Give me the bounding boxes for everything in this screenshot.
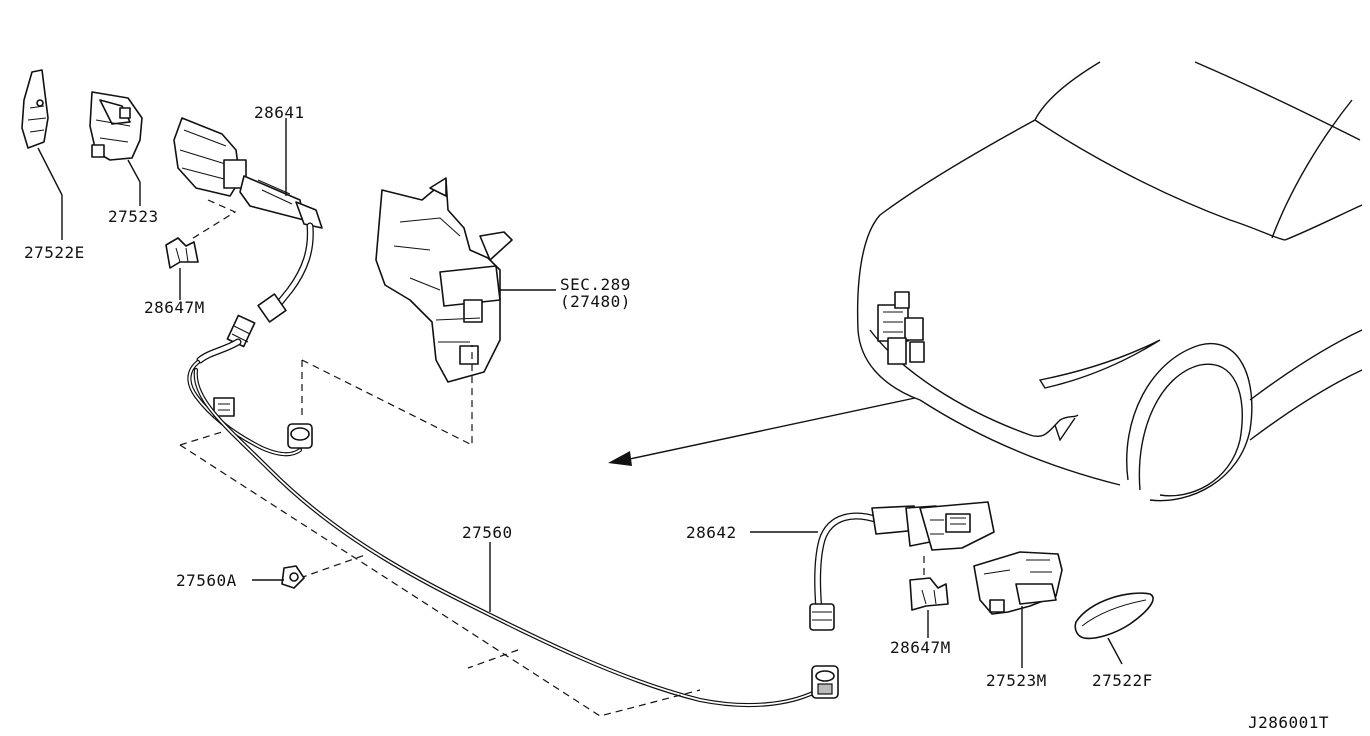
part-hose-joint[interactable] xyxy=(213,397,313,449)
part-27522e-cap[interactable] xyxy=(21,69,49,149)
label-27560a: 27560A xyxy=(176,571,237,590)
vehicle-outline xyxy=(856,61,1363,502)
diagram-code: J286001T xyxy=(1248,713,1329,732)
label-27523: 27523 xyxy=(108,207,159,226)
direction-arrow xyxy=(608,397,916,466)
label-sec-289: SEC.289 xyxy=(560,275,631,294)
part-28641-nozzle-assembly[interactable] xyxy=(173,117,323,323)
label-27560: 27560 xyxy=(462,523,513,542)
part-27560-washer-hose[interactable] xyxy=(193,367,818,708)
part-27523-bracket[interactable] xyxy=(89,91,143,161)
label-27522e: 27522E xyxy=(24,243,85,262)
part-27560a-clip[interactable] xyxy=(281,565,305,589)
label-28647m-right: 28647M xyxy=(890,638,951,657)
label-27523m: 27523M xyxy=(986,671,1047,690)
label-27522f: 27522F xyxy=(1092,671,1153,690)
part-28642-nozzle-assembly[interactable] xyxy=(809,501,995,631)
label-28642: 28642 xyxy=(686,523,737,542)
part-28647m-clip-left[interactable] xyxy=(165,237,199,269)
washer-nozzle-on-vehicle xyxy=(877,291,925,365)
label-sec-27480: (27480) xyxy=(560,292,631,311)
part-hose-end-fitting[interactable] xyxy=(811,665,839,699)
part-left-hose-connector[interactable] xyxy=(196,314,256,364)
part-28647m-clip-right[interactable] xyxy=(909,577,949,611)
part-washer-tank-sec-289[interactable] xyxy=(375,177,513,383)
part-27522f-cap[interactable] xyxy=(1074,592,1154,640)
part-27523m-bracket[interactable] xyxy=(973,551,1063,615)
label-28641: 28641 xyxy=(254,103,305,122)
label-28647m-left: 28647M xyxy=(144,298,205,317)
